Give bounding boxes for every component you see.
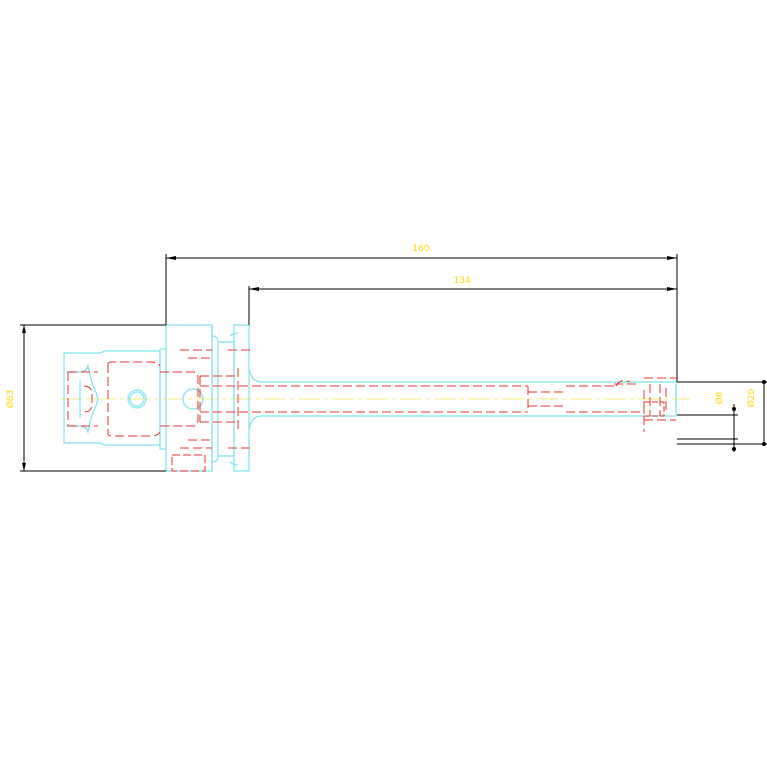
hidden-lines	[67, 349, 676, 472]
dim-shaft-length: 134	[453, 276, 470, 286]
dimension-arrows	[22, 256, 766, 471]
flange-neck-3	[229, 461, 239, 466]
left-hub-inner-top	[66, 363, 99, 400]
dim-flange-diameter: Ø63	[5, 390, 16, 409]
cross-hole	[127, 389, 147, 409]
dim-shaft-diameter: Ø20	[746, 388, 757, 407]
cross-hole-inner	[129, 391, 145, 407]
dim-bore-diameter: Ø8	[714, 391, 725, 404]
flange-neck-1	[211, 335, 219, 463]
dimension-lines	[20, 254, 767, 472]
flange-plate-2	[165, 324, 213, 472]
part-outline	[63, 324, 677, 472]
dim-overall-length: 160	[412, 244, 429, 254]
flange-bore	[182, 388, 204, 410]
dimension-labels: 160 134 Ø63 Ø20 Ø8	[5, 244, 757, 408]
left-hub-inner-bottom	[66, 398, 99, 435]
flange-plate-4	[233, 324, 250, 472]
flange-neck-2	[229, 332, 239, 337]
